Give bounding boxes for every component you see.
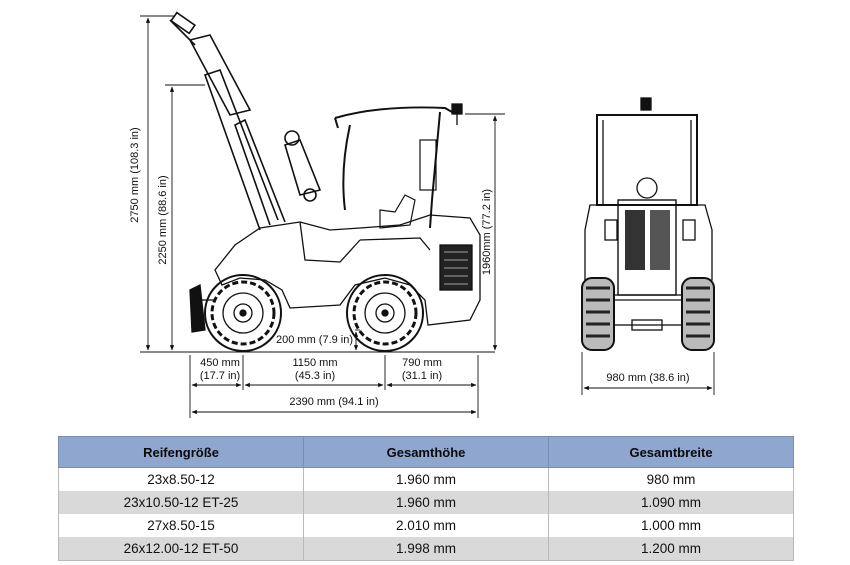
- front-overhang-mm-label: 450 mm: [200, 357, 240, 369]
- total-width-label: 980 mm (38.6 in): [606, 372, 689, 384]
- front-left-tire: [581, 277, 615, 351]
- cell-height: 2.010 mm: [303, 514, 549, 537]
- rear-overhang-in-label: (31.1 in): [402, 370, 442, 382]
- front-overhang-in-label: (17.7 in): [200, 370, 240, 382]
- rear-wheel: [346, 274, 424, 352]
- front-beacon: [640, 97, 652, 111]
- tire-spec-table: Reifengröße Gesamthöhe Gesamtbreite 23x8…: [58, 436, 794, 561]
- table-header-row: Reifengröße Gesamthöhe Gesamtbreite: [58, 436, 794, 468]
- cell-height: 1.960 mm: [303, 467, 549, 491]
- side-dimensions: [140, 15, 505, 418]
- cell-width: 1.000 mm: [548, 514, 794, 537]
- cell-tire-size: 27x8.50-15: [58, 514, 304, 537]
- table-row: 27x8.50-15 2.010 mm 1.000 mm: [58, 514, 794, 537]
- beacon-light: [451, 103, 463, 125]
- cell-width: 980 mm: [548, 467, 794, 491]
- header-tire-size: Reifengröße: [58, 436, 304, 468]
- engine-grille: [439, 244, 473, 291]
- ground-clearance-label: 200 mm (7.9 in): [276, 334, 353, 346]
- front-dimensions: [581, 352, 715, 395]
- wheelbase-in-label: (45.3 in): [295, 370, 335, 382]
- side-view: [169, 11, 495, 353]
- cell-width: 1.090 mm: [548, 491, 794, 514]
- front-roof-frame: [596, 114, 698, 206]
- wheelbase-mm-label: 1150 mm: [292, 357, 337, 369]
- header-total-width: Gesamtbreite: [548, 436, 794, 468]
- table-row: 23x8.50-12 1.960 mm 980 mm: [58, 467, 794, 491]
- front-right-tire: [681, 277, 715, 351]
- cab-frame: [334, 106, 453, 229]
- header-total-height: Gesamthöhe: [303, 436, 549, 468]
- total-length-label: 2390 mm (94.1 in): [289, 396, 378, 408]
- rear-overhang-mm-label: 790 mm: [402, 357, 442, 369]
- seat: [379, 194, 416, 229]
- front-view: [581, 97, 715, 351]
- height-max-label: 2750 mm (108.3 in): [129, 127, 141, 222]
- table-row: 26x12.00-12 ET-50 1.998 mm 1.200 mm: [58, 537, 794, 561]
- cell-tire-size: 26x12.00-12 ET-50: [58, 537, 304, 561]
- loader-arm: [169, 11, 322, 231]
- cell-height: 1.960 mm: [303, 491, 549, 514]
- cell-tire-size: 23x10.50-12 ET-25: [58, 491, 304, 514]
- technical-drawing: 2750 mm (108.3 in) 2250 mm (88.6 in) 196…: [129, 11, 715, 418]
- table-row: 23x10.50-12 ET-25 1.960 mm 1.090 mm: [58, 491, 794, 514]
- front-wheel: [204, 274, 282, 352]
- front-attachment: [189, 284, 215, 333]
- chassis: [214, 214, 481, 326]
- height-cab-label: 1960mm (77.2 in): [481, 189, 493, 275]
- height-pin-label: 2250 mm (88.6 in): [157, 175, 169, 264]
- cell-width: 1.200 mm: [548, 537, 794, 561]
- cell-height: 1.998 mm: [303, 537, 549, 561]
- cell-tire-size: 23x8.50-12: [58, 467, 304, 491]
